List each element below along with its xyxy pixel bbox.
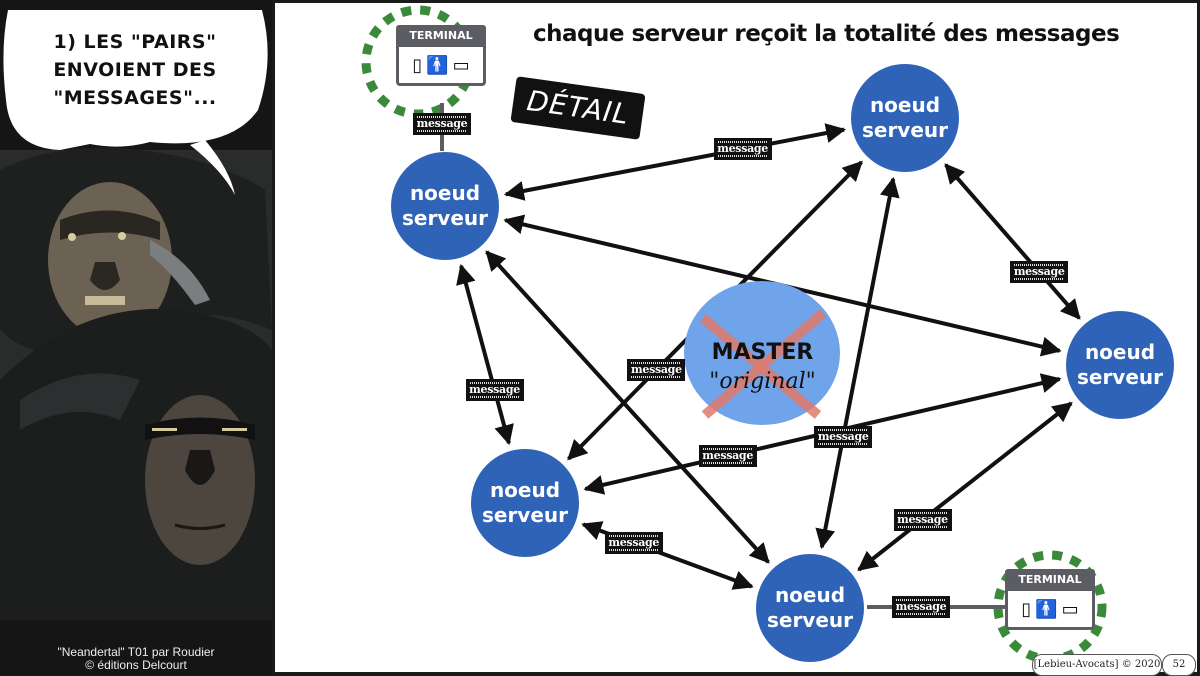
message-tag: message xyxy=(1010,261,1069,284)
speech-bubble-line: ENVOIENT DES xyxy=(53,59,217,81)
slide-title: chaque serveur reçoit la totalité des me… xyxy=(533,21,1120,47)
master-node xyxy=(684,281,840,425)
server-node-top-right[interactable] xyxy=(851,64,959,172)
node-label-line: serveur xyxy=(401,206,489,230)
message-tag: message xyxy=(413,113,471,135)
terminal-bottom-right[interactable]: TERMINAL ▯ 🚹 ▭ xyxy=(1005,569,1095,630)
speech-bubble-line: 1) LES "PAIRS" xyxy=(53,31,217,53)
publisher-credit: © éditions Delcourt xyxy=(85,658,187,672)
master-sublabel: "original" xyxy=(709,369,816,394)
server-node-bottom[interactable] xyxy=(756,554,864,662)
copyright-footer: [Lebieu-Avocats] © 2020 xyxy=(1032,654,1162,676)
terminal-devices: ▯ 🚹 ▭ xyxy=(396,47,486,86)
node-label-line: serveur xyxy=(861,118,949,142)
node-label-line: noeud xyxy=(409,181,481,205)
node-label-line: noeud xyxy=(489,478,561,502)
message-tag: message xyxy=(892,596,950,618)
neanderthal-illustration xyxy=(0,0,272,675)
message-tag: message xyxy=(604,532,663,555)
smartphone-icon: ▯ xyxy=(412,54,423,76)
slide: chaque serveur reçoit la totalité des me… xyxy=(275,3,1197,676)
terminal-top-left[interactable]: TERMINAL ▯ 🚹 ▭ xyxy=(396,25,486,86)
message-tag: message xyxy=(627,358,686,381)
message-tag: message xyxy=(814,425,873,448)
node-label-line: serveur xyxy=(481,503,569,527)
server-node-bottom-left[interactable] xyxy=(471,449,579,557)
server-node-right[interactable] xyxy=(1066,311,1174,419)
man-icon: 🚹 xyxy=(426,54,449,76)
man-icon: 🚹 xyxy=(1035,598,1058,620)
smartphone-icon: ▯ xyxy=(1021,598,1032,620)
laptop-icon: ▭ xyxy=(1061,598,1079,620)
message-arrow xyxy=(456,263,514,446)
node-label-line: noeud xyxy=(774,583,846,607)
terminal-label: TERMINAL xyxy=(1005,569,1095,591)
message-tag: message xyxy=(893,508,952,531)
terminal-label: TERMINAL xyxy=(396,25,486,47)
terminal-devices: ▯ 🚹 ▭ xyxy=(1005,591,1095,630)
cross-out-icon xyxy=(701,309,827,419)
server-node-top-left[interactable] xyxy=(391,152,499,260)
node-label-line: serveur xyxy=(1076,365,1164,389)
master-label: MASTER xyxy=(711,340,814,365)
message-tag: message xyxy=(713,138,772,161)
node-label-line: noeud xyxy=(869,93,941,117)
message-arrow xyxy=(944,163,1081,320)
node-label-line: noeud xyxy=(1084,340,1156,364)
message-arrow xyxy=(503,123,847,201)
speech-bubble: 1) LES "PAIRS" ENVOIENT DES "MESSAGES"..… xyxy=(20,28,250,112)
message-arrow xyxy=(857,401,1073,572)
image-credit: "Neandertal" T01 par Roudier xyxy=(57,645,215,659)
laptop-icon: ▭ xyxy=(452,54,470,76)
speech-bubble-line: "MESSAGES"... xyxy=(53,87,217,109)
message-tag: message xyxy=(698,444,757,467)
node-label-line: serveur xyxy=(766,608,854,632)
comic-panel: 1) LES "PAIRS" ENVOIENT DES "MESSAGES"..… xyxy=(0,0,272,675)
message-tag: message xyxy=(465,378,524,401)
page-number: 52 xyxy=(1162,654,1196,676)
